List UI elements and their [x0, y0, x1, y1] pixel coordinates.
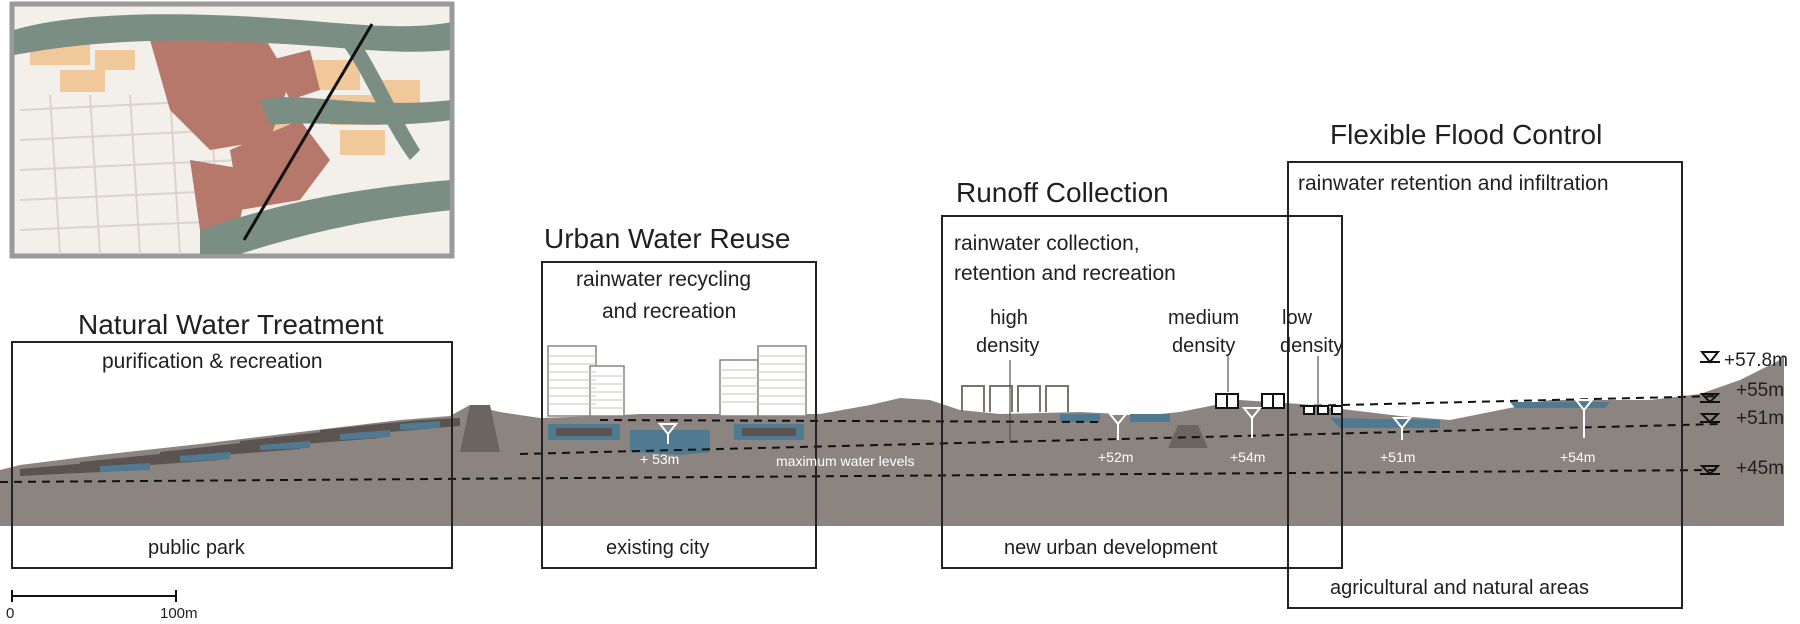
level-55 [1299, 395, 1721, 407]
bottom-flexible-flood-control: agricultural and natural areas [1330, 577, 1589, 599]
elev-45: +45m [1736, 458, 1784, 479]
level-51 [519, 423, 1721, 455]
subtitle-urban-water-reuse-line2: and recreation [602, 300, 736, 323]
frame-runoff-collection [941, 215, 1343, 569]
location-map [9, 1, 455, 259]
density-high-line1: high [990, 307, 1028, 329]
wl-label-51: +51m [1380, 449, 1415, 465]
subtitle-runoff-collection-line1: rainwater collection, [954, 232, 1140, 255]
subtitle-flexible-flood-control: rainwater retention and infiltration [1298, 172, 1609, 195]
basin-7 [1510, 402, 1610, 408]
levee-structure [460, 405, 500, 452]
frame-flexible-flood-control [1287, 161, 1683, 609]
map-section-line [242, 23, 374, 241]
map-development-areas [150, 30, 330, 230]
ground-base [0, 470, 1784, 526]
density-medium-line2: density [1172, 335, 1235, 357]
terrain [0, 355, 1784, 526]
wl-label-53: + 53m [640, 451, 679, 467]
density-labels: high density medium density low density [976, 307, 1343, 357]
map-street-grid [19, 94, 251, 254]
buildings [547, 345, 1343, 417]
density-medium-line1: medium [1168, 307, 1239, 329]
subtitle-runoff-collection-line2: retention and recreation [954, 262, 1176, 285]
title-urban-water-reuse: Urban Water Reuse [544, 223, 790, 254]
elev-55: +55m [1736, 380, 1784, 401]
wl-label-52: +52m [1098, 449, 1133, 465]
density-low-line2: density [1280, 335, 1343, 357]
wl-label-54b: +54m [1560, 449, 1595, 465]
subtitle-urban-water-reuse-line1: rainwater recycling [576, 268, 751, 291]
water-level-markers: + 53m maximum water levels +52m +54m +51… [640, 399, 1595, 469]
elev-57-8: +57.8m [1724, 350, 1788, 371]
level-45 [0, 469, 1721, 483]
runoff-structure [1168, 425, 1208, 448]
frame-natural-water-treatment [11, 341, 453, 569]
bottom-runoff-collection: new urban development [1004, 537, 1218, 559]
section-frames [11, 161, 1683, 609]
frame-urban-water-reuse [541, 261, 817, 569]
wl-label-maximum: maximum water levels [776, 453, 914, 469]
bottom-natural-water-treatment: public park [148, 537, 246, 559]
scale-bar: 0 100m [6, 590, 198, 622]
elevation-markers: +57.8m +55m +51m +45m [1699, 350, 1788, 479]
medium-density-buildings [1215, 393, 1285, 409]
wl-label-54a: +54m [1230, 449, 1265, 465]
basin-6 [1330, 418, 1440, 428]
elev-51: +51m [1736, 408, 1784, 429]
density-low-line1: low [1282, 307, 1313, 329]
high-density-buildings [961, 385, 1069, 412]
terraces [20, 418, 460, 476]
scale-end: 100m [160, 605, 198, 622]
subtitle-natural-water-treatment: purification & recreation [102, 350, 323, 373]
building-floor-lines [548, 355, 806, 409]
title-natural-water-treatment: Natural Water Treatment [78, 309, 384, 340]
scale-start: 0 [6, 605, 14, 622]
water-level-lines [0, 395, 1721, 483]
low-density-buildings [1303, 405, 1343, 415]
title-flexible-flood-control: Flexible Flood Control [1330, 119, 1602, 150]
density-leaders [1009, 356, 1319, 440]
title-runoff-collection: Runoff Collection [956, 177, 1169, 208]
basin-4 [1060, 414, 1100, 422]
density-high-line2: density [976, 335, 1039, 357]
section-texts: Natural Water Treatment purification & r… [78, 119, 1609, 599]
bottom-urban-water-reuse: existing city [606, 537, 709, 559]
basin-5 [1130, 414, 1170, 422]
map-green-corridors [14, 14, 450, 254]
